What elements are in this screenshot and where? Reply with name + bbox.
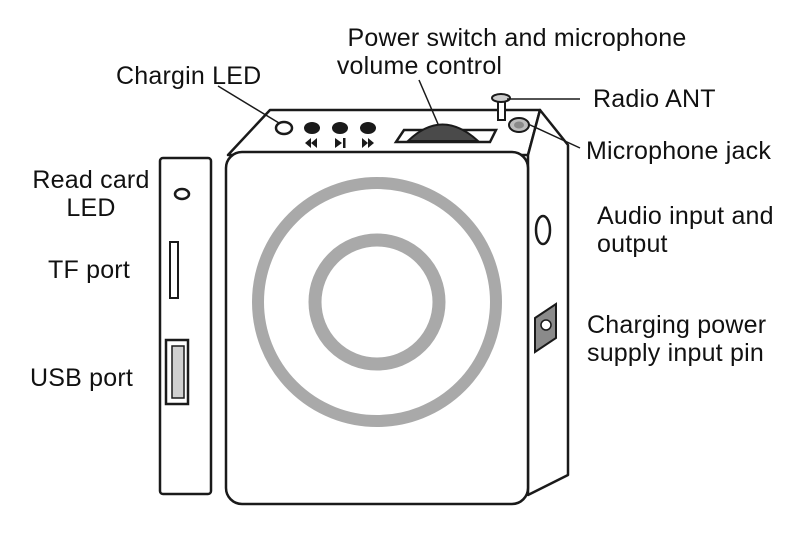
side-panel xyxy=(158,156,213,496)
audio-io-label-line1: Audio input and xyxy=(597,202,774,230)
power-switch-label: Power switch and microphone volume contr… xyxy=(322,24,712,80)
tf-card-slot xyxy=(169,241,179,299)
read-card-led-label-line1: Read card xyxy=(32,166,150,194)
device-right-face xyxy=(526,108,570,497)
charging-pin-label-line2: supply input pin xyxy=(587,339,764,367)
power-volume-knob[interactable] xyxy=(405,123,481,142)
charging-led-label: Chargin LED xyxy=(116,62,262,90)
audio-io-label-line2: output xyxy=(597,230,668,258)
fast-forward-icon xyxy=(362,138,374,148)
read-card-led-label: Read card LED xyxy=(18,166,164,222)
charging-pin-label: Charging power supply input pin xyxy=(587,311,766,367)
play-pause-button[interactable] xyxy=(332,122,348,134)
play-pause-icon xyxy=(335,138,346,148)
rewind-icon xyxy=(305,138,317,148)
charging-led xyxy=(274,120,294,136)
leader-charging-led xyxy=(217,85,280,124)
radio-antenna xyxy=(491,93,511,121)
previous-button[interactable] xyxy=(304,122,320,134)
microphone-jack-core xyxy=(514,121,524,129)
power-switch-label-line1: Power switch and microphone xyxy=(347,24,687,52)
leader-microphone-jack xyxy=(527,123,581,149)
usb-port-label: USB port xyxy=(30,364,134,392)
tf-port-label: TF port xyxy=(48,256,130,284)
charging-pin xyxy=(540,319,552,331)
microphone-jack-label: Microphone jack xyxy=(586,137,772,165)
device-front-face xyxy=(224,150,530,506)
audio-io-port xyxy=(534,214,552,246)
read-card-led xyxy=(173,187,191,201)
usb-port-inner xyxy=(171,345,185,399)
power-switch-label-line2: volume control xyxy=(336,52,503,80)
audio-io-label: Audio input and output xyxy=(597,202,774,258)
leader-power-switch xyxy=(418,79,439,125)
radio-ant-label: Radio ANT xyxy=(593,85,716,113)
speaker-outer-ring xyxy=(252,177,502,427)
read-card-led-label-line2: LED xyxy=(66,194,116,222)
charging-pin-label-line1: Charging power xyxy=(587,311,767,339)
next-button[interactable] xyxy=(360,122,376,134)
speaker-inner-ring xyxy=(308,233,446,371)
